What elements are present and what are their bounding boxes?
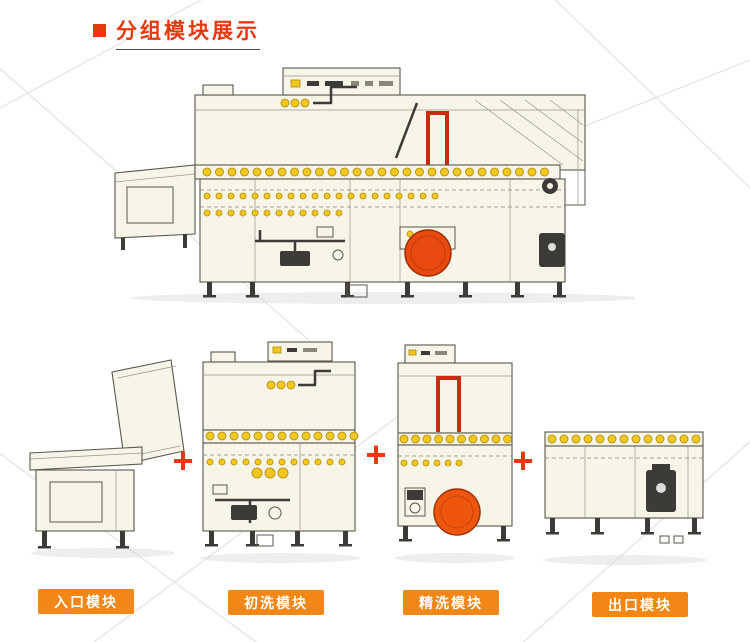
drive-sprocket	[542, 178, 558, 194]
label-finewash-module: 精洗模块	[403, 590, 499, 615]
hood-nozzles	[266, 380, 296, 390]
hood-body	[397, 362, 513, 434]
caster-block	[659, 535, 670, 544]
conveyor-nozzle-dots	[202, 167, 549, 177]
label-entrance-module: 入口模块	[38, 589, 134, 614]
hood-body	[202, 361, 356, 431]
vent-chimney	[202, 84, 234, 96]
machine-legs	[205, 531, 352, 547]
hood-nozzles	[280, 98, 310, 108]
label-exit-module: 出口模块	[592, 592, 688, 617]
control-panel	[282, 67, 401, 96]
hood-body	[194, 94, 586, 171]
drive-motor	[539, 233, 565, 267]
plus-sign: +	[365, 434, 387, 475]
plus-sign: +	[172, 440, 194, 481]
vent-chimney	[210, 351, 236, 363]
control-panel	[267, 341, 333, 362]
step-stand	[346, 284, 368, 298]
drain-hose	[394, 102, 419, 159]
pump-unit	[404, 487, 426, 517]
prewash-module-illustration	[200, 341, 360, 563]
inner-nozzle-row	[203, 192, 439, 200]
conveyor-nozzle-dots	[399, 434, 512, 444]
conveyor-nozzle-dots	[547, 434, 701, 444]
control-panel	[404, 344, 456, 364]
lower-body	[202, 442, 356, 532]
finewash-module-illustration	[395, 344, 515, 563]
label-prewash-module: 初洗模块	[228, 590, 324, 615]
conveyor-nozzle-dots	[205, 431, 359, 441]
caster-block	[673, 535, 684, 544]
machine-legs	[546, 518, 701, 535]
sloped-panel	[111, 359, 185, 465]
inner-nozzle-row	[400, 459, 463, 467]
table-legs	[38, 531, 129, 549]
table-surface	[29, 446, 143, 471]
overview-machine-illustration	[114, 67, 635, 304]
red-rinse-pipe	[426, 111, 449, 167]
piping-schematic	[212, 484, 290, 523]
title-bullet-icon	[93, 24, 106, 37]
red-rinse-pipe	[436, 376, 461, 432]
entrance-module-illustration	[29, 359, 185, 558]
drive-motor	[646, 464, 676, 512]
black-pipe	[298, 369, 331, 387]
lower-body	[544, 445, 704, 519]
exit-module-illustration	[543, 431, 707, 565]
section-header: 分组模块展示	[93, 20, 260, 51]
plus-sign: +	[512, 440, 534, 481]
table-cabinet	[35, 469, 135, 532]
hatch-texture	[474, 99, 584, 166]
machine-legs	[399, 526, 510, 542]
piping-schematic	[255, 226, 345, 266]
wash-arm-nozzles	[251, 467, 289, 479]
entrance-table	[114, 164, 196, 250]
page-title: 分组模块展示	[116, 20, 260, 51]
wash-pump-circle	[433, 488, 481, 536]
cabinet-door	[49, 481, 103, 523]
inner-nozzle-row-2	[203, 209, 343, 217]
black-pipe	[313, 85, 357, 105]
step-stand	[256, 534, 274, 547]
wash-pump-circle	[404, 229, 452, 277]
inner-nozzle-row	[206, 458, 346, 466]
